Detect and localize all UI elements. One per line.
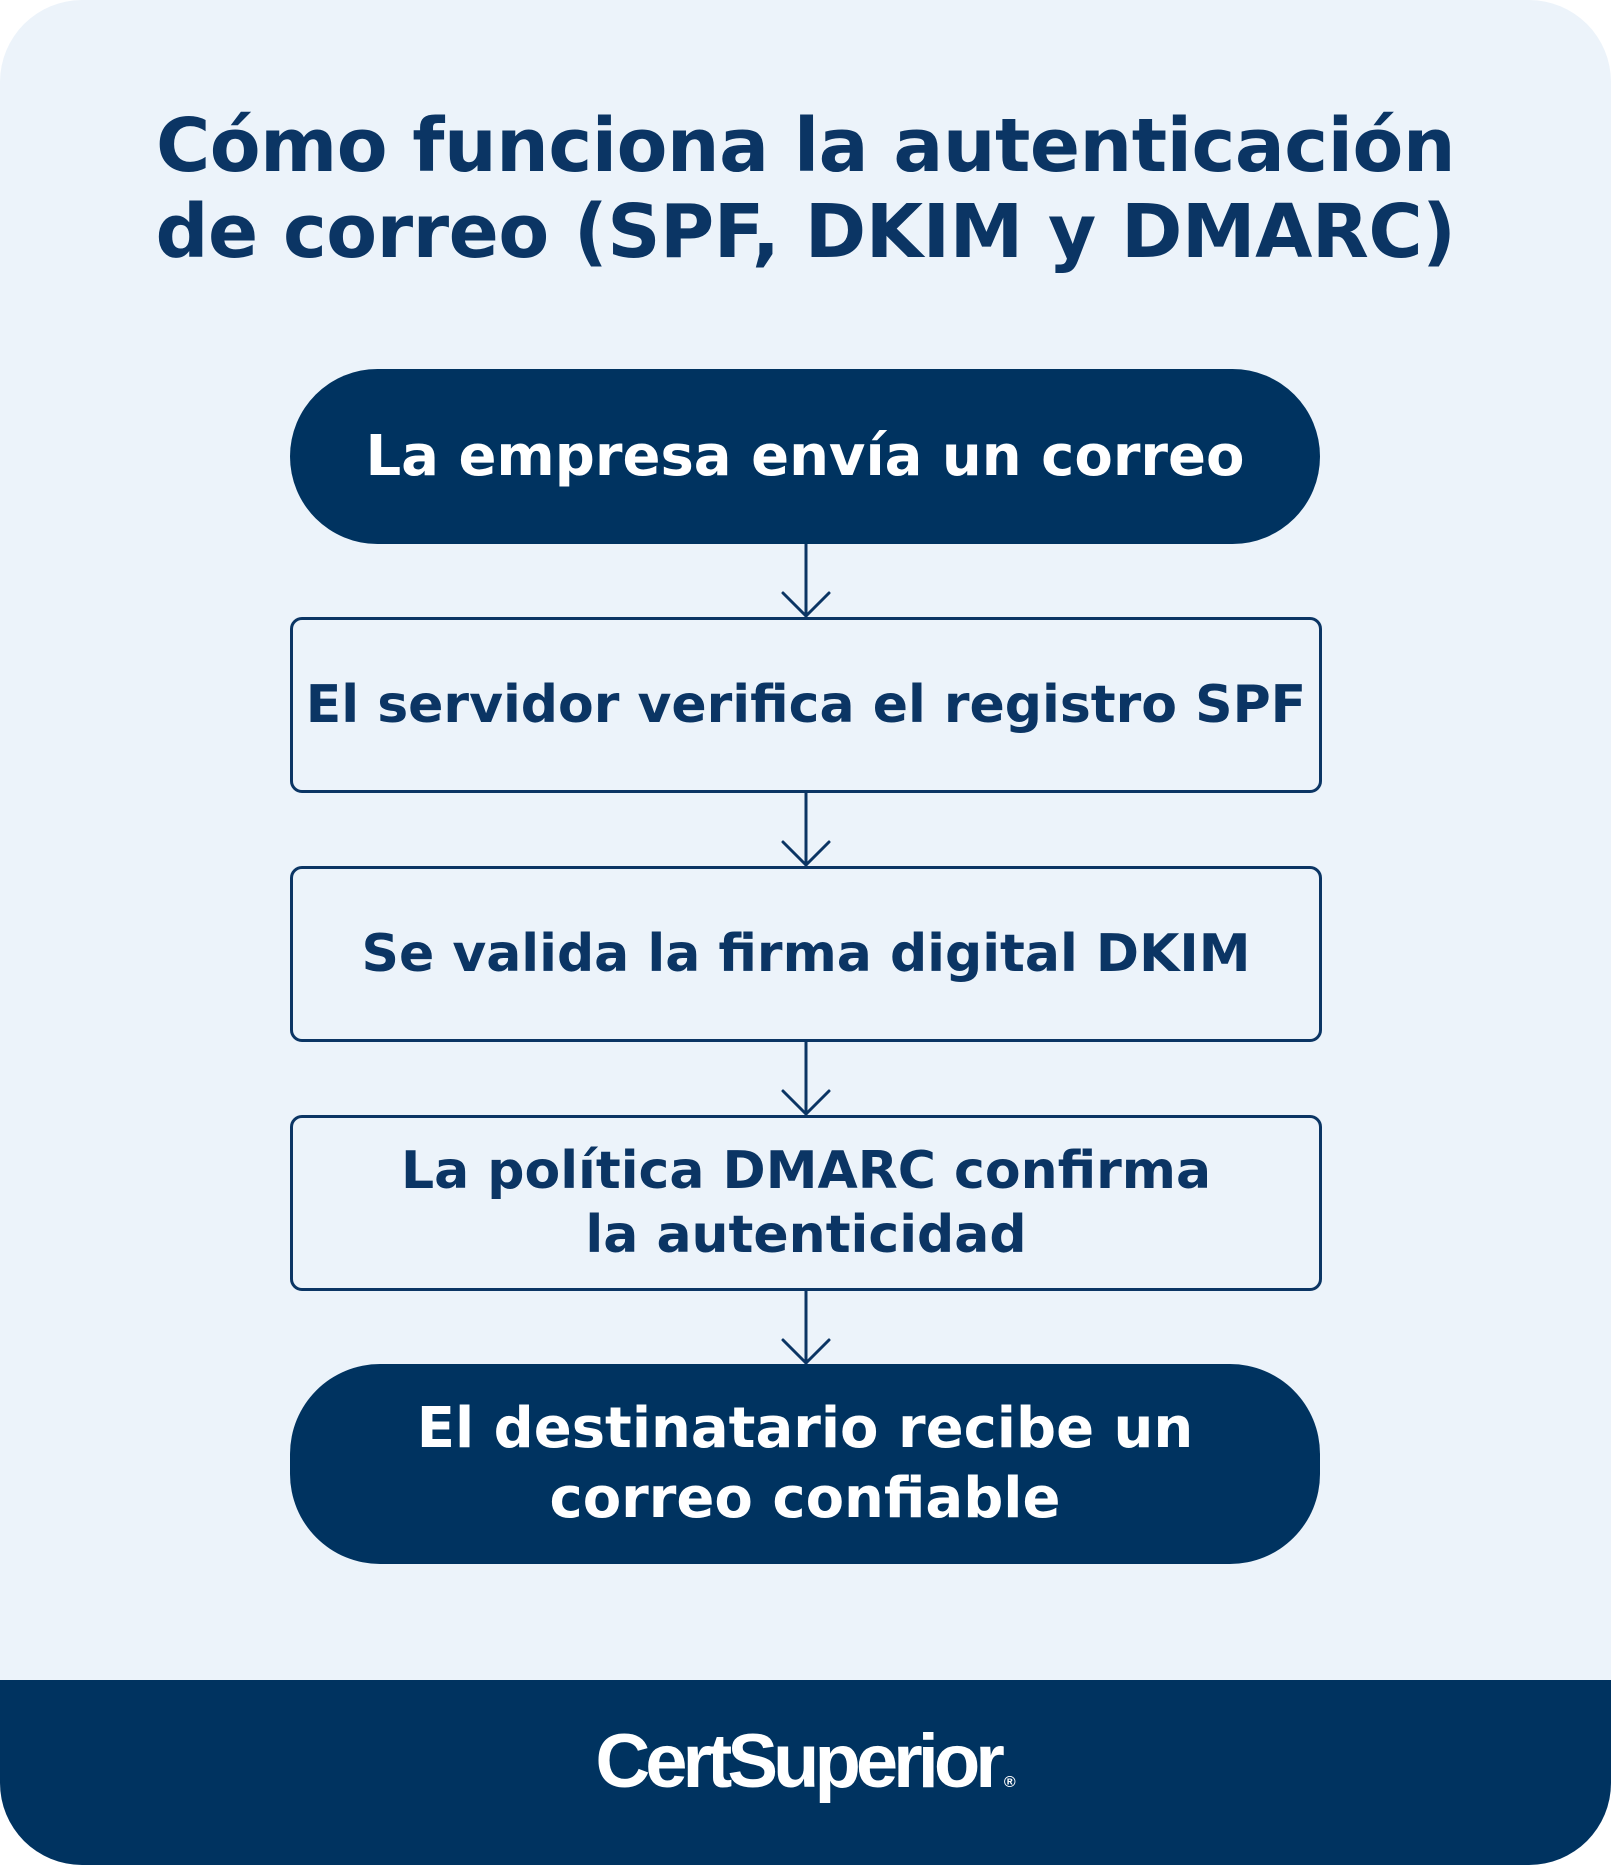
arrow-down-icon — [781, 542, 831, 618]
arrow-down-icon — [781, 1289, 831, 1365]
step-5-text-line-1: El destinatario recibe un — [416, 1396, 1194, 1461]
step-1-text: La empresa envía un correo — [365, 423, 1245, 489]
step-4-text-line-2: la autenticidad — [585, 1205, 1027, 1265]
footer-bar: CertSuperior® — [0, 1680, 1611, 1865]
arrow-down-icon — [781, 791, 831, 867]
certsuperior-logo: CertSuperior® — [595, 1719, 1016, 1804]
page-title: Cómo funciona la autenticación de correo… — [0, 103, 1611, 275]
step-3-text: Se valida la firma digital DKIM — [361, 924, 1251, 984]
title-line-2: de correo (SPF, DKIM y DMARC) — [155, 189, 1456, 275]
step-5-text-line-2: correo confiable — [549, 1466, 1061, 1531]
start-node-company-sends-email: La empresa envía un correo — [290, 369, 1320, 544]
arrow-down-icon — [781, 1040, 831, 1116]
step-4-text-line-1: La política DMARC confirma — [400, 1141, 1212, 1201]
step-spf-verification: El servidor verifica el registro SPF — [290, 617, 1322, 793]
title-line-1: Cómo funciona la autenticación — [155, 103, 1456, 189]
step-2-text: El servidor verifica el registro SPF — [305, 675, 1307, 735]
step-dkim-validation: Se valida la firma digital DKIM — [290, 866, 1322, 1042]
registered-mark: ® — [1003, 1774, 1016, 1791]
step-dmarc-policy: La política DMARC confirma la autenticid… — [290, 1115, 1322, 1291]
end-node-recipient-receives: El destinatario recibe un correo confiab… — [290, 1364, 1320, 1564]
